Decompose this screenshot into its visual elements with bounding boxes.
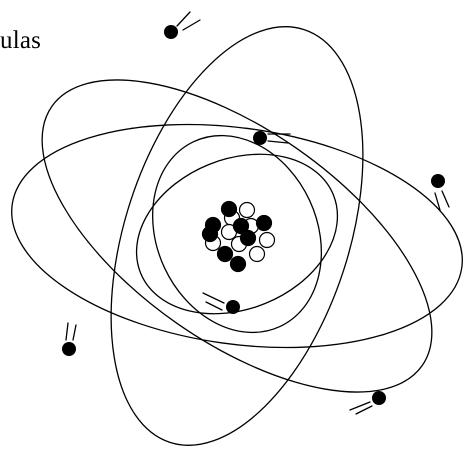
- electron-inner-top: [253, 131, 290, 145]
- orbit-inner-vertical: [121, 108, 352, 361]
- proton-particle: [222, 202, 237, 217]
- proton-particle: [218, 247, 233, 262]
- electron-bottom-right: [350, 391, 386, 414]
- neutron-particle: [240, 203, 255, 218]
- electron-top: [164, 12, 200, 39]
- proton-particle: [203, 227, 218, 242]
- neutron-particle: [250, 247, 265, 262]
- proton-particle: [231, 257, 246, 272]
- neutron-particle: [260, 233, 275, 248]
- proton-particle: [241, 231, 256, 246]
- proton-particle: [257, 216, 272, 231]
- nucleus: [203, 202, 275, 272]
- electron-inner-bottom: [203, 293, 240, 314]
- electron-left: [62, 323, 76, 356]
